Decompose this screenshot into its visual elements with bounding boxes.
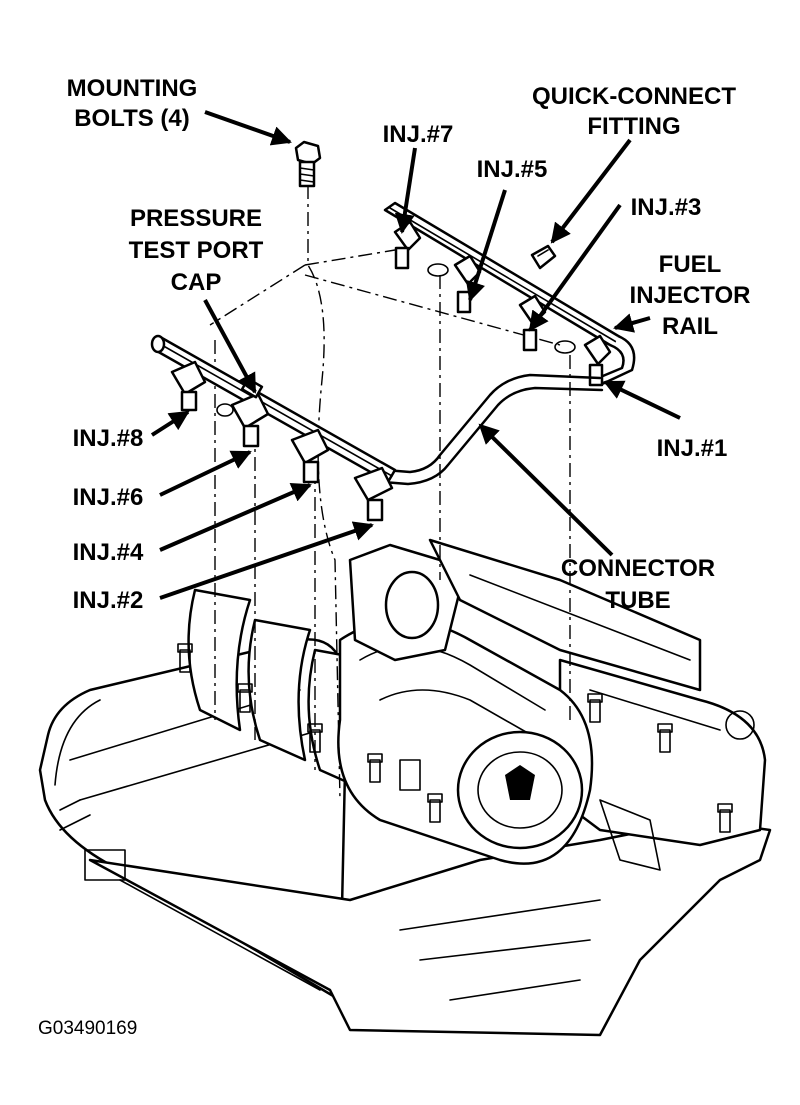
injector-4 — [290, 428, 330, 484]
alignment-lines — [209, 185, 571, 801]
label-inj-5: INJ.#5 — [477, 156, 548, 183]
label-fuel-rail-1: FUEL — [659, 251, 722, 278]
label-pressure-test-1: PRESSURE — [130, 205, 262, 232]
label-pressure-test-2: TEST PORT — [129, 237, 264, 264]
injector-3 — [518, 294, 547, 352]
label-inj-8: INJ.#8 — [73, 425, 144, 452]
fuel-injector-rail-right — [383, 201, 636, 387]
label-inj-6: INJ.#6 — [73, 484, 144, 511]
label-mounting-bolts-2: BOLTS (4) — [74, 105, 190, 132]
connector-tube — [381, 373, 604, 486]
labels: MOUNTING BOLTS (4) QUICK-CONNECT FITTING… — [38, 75, 750, 1039]
label-pressure-test-3: CAP — [171, 269, 222, 296]
leader-arrows — [150, 110, 681, 600]
label-connector-tube-2: TUBE — [605, 587, 670, 614]
label-fuel-rail-2: INJECTOR — [630, 282, 751, 309]
label-connector-tube-1: CONNECTOR — [561, 555, 715, 582]
label-inj-1: INJ.#1 — [657, 435, 728, 462]
injector-2 — [353, 466, 394, 522]
label-mounting-bolts-1: MOUNTING — [67, 75, 198, 102]
label-inj-2: INJ.#2 — [73, 587, 144, 614]
label-inj-7: INJ.#7 — [383, 121, 454, 148]
fuel-injector-rail-left — [150, 334, 397, 522]
label-inj-3: INJ.#3 — [631, 194, 702, 221]
intake-manifold-illustration — [38, 538, 772, 1037]
injector-1 — [583, 334, 612, 387]
label-inj-4: INJ.#4 — [73, 539, 144, 566]
injector-6 — [230, 392, 270, 448]
mounting-bolt — [294, 140, 322, 188]
label-quick-connect-2: FITTING — [587, 113, 680, 140]
injector-8 — [170, 360, 207, 412]
figure-id: G03490169 — [38, 1018, 137, 1039]
label-quick-connect-1: QUICK-CONNECT — [532, 83, 736, 110]
quick-connect-fitting — [530, 244, 557, 270]
label-fuel-rail-3: RAIL — [662, 313, 718, 340]
